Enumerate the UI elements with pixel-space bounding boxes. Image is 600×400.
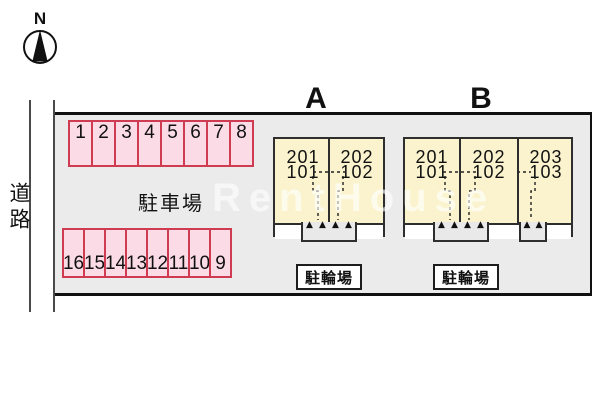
bike-parking-b-label: 駐輪場 bbox=[441, 269, 490, 287]
bike-parking-b: 駐輪場 bbox=[433, 264, 499, 290]
bike-parking-a: 駐輪場 bbox=[296, 264, 362, 290]
parking-space[interactable]: 3 bbox=[114, 120, 139, 167]
building-a-label: A bbox=[305, 82, 327, 115]
parking-space[interactable]: 1 bbox=[68, 120, 93, 167]
site-boundary-left-line bbox=[53, 100, 55, 312]
parking-space[interactable]: 11 bbox=[167, 228, 190, 278]
unit-a2-label: 202 102 bbox=[340, 147, 374, 182]
road-edge-line bbox=[29, 100, 31, 312]
entrance-route-dashes bbox=[443, 171, 536, 220]
unit-b2-label: 202 102 bbox=[472, 147, 506, 182]
entrance-route-dashes bbox=[312, 171, 347, 220]
parking-space[interactable]: 5 bbox=[160, 120, 185, 167]
building-b[interactable]: 201 101 202 102 203 103 ▲ ▲ ▲ ▲ bbox=[403, 137, 573, 242]
bike-parking-a-label: 駐輪場 bbox=[304, 269, 353, 287]
porch-strip bbox=[487, 223, 521, 239]
parking-space[interactable]: 10 bbox=[188, 228, 211, 278]
parking-space[interactable]: 9 bbox=[209, 228, 232, 278]
parking-space[interactable]: 12 bbox=[146, 228, 169, 278]
parking-space[interactable]: 8 bbox=[229, 120, 254, 167]
parking-space[interactable]: 13 bbox=[125, 228, 148, 278]
compass-north-icon: N bbox=[23, 9, 57, 64]
unit-divider bbox=[459, 139, 461, 222]
parking-space[interactable]: 14 bbox=[104, 228, 127, 278]
entrance-arrow-icon: ▲ bbox=[477, 220, 484, 230]
unit-divider bbox=[328, 139, 330, 222]
porch-strip bbox=[355, 223, 383, 239]
unit-a1-label: 201 101 bbox=[286, 147, 320, 182]
entrance-arrow-icon: ▲ bbox=[523, 220, 531, 230]
parking-space[interactable]: 16 bbox=[62, 228, 85, 278]
parking-row-bottom: 16 15 14 13 12 11 10 9 bbox=[62, 228, 232, 278]
parking-row-top: 1 2 3 4 5 6 7 8 bbox=[68, 120, 254, 167]
entrance-arrow-icon: ▲ bbox=[451, 220, 458, 230]
entrance-arrow-icon: ▲ bbox=[332, 220, 339, 230]
entrance-arrow-icon: ▲ bbox=[345, 220, 352, 230]
compass-n-label: N bbox=[34, 9, 46, 28]
parking-space[interactable]: 4 bbox=[137, 120, 162, 167]
entrance-arrow-icon: ▲ bbox=[438, 220, 445, 230]
parking-space[interactable]: 15 bbox=[83, 228, 106, 278]
unit-b1-label: 201 101 bbox=[415, 147, 449, 182]
entrance-arrow-icon: ▲ bbox=[306, 220, 313, 230]
parking-lot-label: 駐車場 bbox=[138, 193, 204, 215]
parking-space[interactable]: 6 bbox=[183, 120, 208, 167]
entrance-arrow-icon: ▲ bbox=[464, 220, 471, 230]
parking-space[interactable]: 2 bbox=[91, 120, 116, 167]
road-label: 道路 bbox=[7, 182, 30, 234]
entrance-area: ▲ ▲ ▲ ▲ bbox=[301, 220, 357, 242]
entrance-area: ▲ ▲ ▲ ▲ bbox=[433, 220, 489, 242]
porch-strip bbox=[405, 223, 435, 239]
building-b-label: B bbox=[470, 82, 492, 115]
building-a[interactable]: 201 101 202 102 ▲ ▲ ▲ ▲ bbox=[273, 137, 385, 242]
entrance-area: ▲ ▲ bbox=[519, 220, 547, 242]
entrance-arrow-icon: ▲ bbox=[319, 220, 326, 230]
parking-space[interactable]: 7 bbox=[206, 120, 231, 167]
porch-strip bbox=[275, 223, 303, 239]
entrance-arrow-icon: ▲ bbox=[535, 220, 543, 230]
unit-divider bbox=[517, 139, 519, 223]
porch-strip bbox=[545, 223, 571, 239]
unit-b3-label: 203 103 bbox=[529, 147, 563, 182]
